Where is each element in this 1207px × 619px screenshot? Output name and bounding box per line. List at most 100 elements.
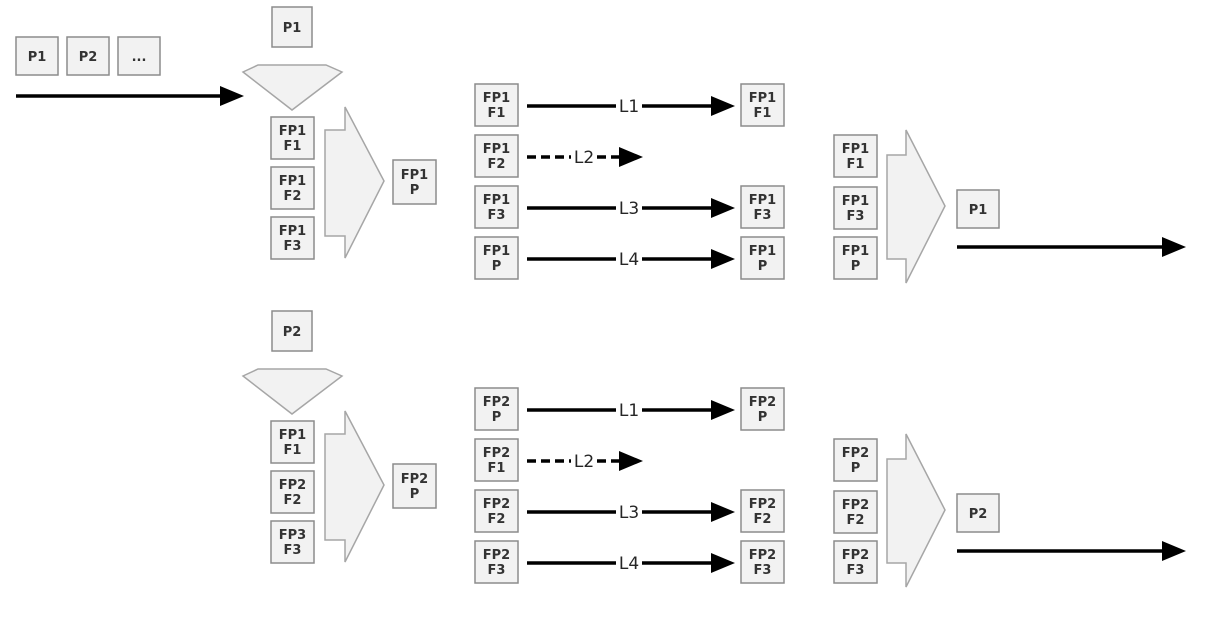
box-frame — [270, 116, 315, 160]
box-frame — [474, 438, 519, 482]
box-label: P1 — [969, 203, 988, 218]
box-label-bottom: P — [851, 461, 861, 476]
queue-packet-1: P1 — [15, 36, 59, 76]
box-label-top: FP1 — [279, 174, 306, 189]
box-label: P1 — [28, 50, 47, 65]
output-arrow — [957, 237, 1186, 257]
box-label-top: FP2 — [749, 395, 776, 410]
link-label-background — [616, 502, 642, 522]
arrow-head — [711, 249, 735, 269]
box-frame — [833, 490, 878, 534]
box-label-bottom: F3 — [488, 208, 506, 223]
link-label-background — [616, 553, 642, 573]
box-label-bottom: F3 — [847, 563, 865, 578]
packet-P1: P1 — [271, 6, 313, 48]
box-frame — [271, 310, 313, 352]
box-label-bottom: F2 — [847, 513, 865, 528]
box-frame — [474, 134, 519, 178]
box-label: P2 — [79, 50, 98, 65]
box-frame — [270, 216, 315, 260]
box-label-bottom: F2 — [284, 189, 302, 204]
link-label-background — [571, 147, 597, 167]
box-frame — [271, 6, 313, 48]
link-label-background — [616, 249, 642, 269]
box-label-top: FP1 — [279, 124, 306, 139]
arrow-head — [619, 451, 643, 471]
box-label-bottom: F1 — [754, 106, 772, 121]
box-frame — [740, 83, 785, 127]
box-label-top: FP1 — [279, 224, 306, 239]
box-label-top: FP1 — [483, 244, 510, 259]
box-frame — [66, 36, 110, 76]
output-arrow — [957, 541, 1186, 561]
box-frame — [740, 489, 785, 533]
box-label-bottom: F1 — [284, 443, 302, 458]
box-frame — [833, 236, 878, 280]
box-frame — [740, 236, 785, 280]
box-label-bottom: P — [410, 183, 420, 198]
output-packet-P2: P2 — [956, 493, 1000, 533]
packet-P2: P2 — [271, 310, 313, 352]
arrow-head — [711, 502, 735, 522]
link-label-background — [616, 400, 642, 420]
box-label-bottom: F3 — [754, 208, 772, 223]
box-label-bottom: P — [851, 259, 861, 274]
box-frame — [740, 540, 785, 584]
box-label-bottom: P — [758, 410, 768, 425]
box-frame — [474, 83, 519, 127]
box-label-top: FP2 — [749, 548, 776, 563]
box-label-top: FP1 — [749, 91, 776, 106]
box-label: P1 — [283, 21, 302, 36]
box-frame — [740, 185, 785, 229]
box-frame — [474, 185, 519, 229]
box-label-bottom: F1 — [488, 461, 506, 476]
link-label: L1 — [619, 401, 639, 421]
queue-packet-3: ... — [117, 36, 161, 76]
queue-packet-2: P2 — [66, 36, 110, 76]
box-frame — [15, 36, 59, 76]
split-arrow — [241, 368, 344, 415]
arrow-head — [711, 198, 735, 218]
box-label-bottom: P — [758, 259, 768, 274]
box-label: P2 — [283, 325, 302, 340]
arrow-head — [619, 147, 643, 167]
box-label-top: FP3 — [279, 528, 306, 543]
arrow-head — [220, 86, 244, 106]
box-label-top: FP1 — [842, 142, 869, 157]
box-label-bottom: F3 — [488, 563, 506, 578]
box-label-bottom: F3 — [754, 563, 772, 578]
input-arrow — [16, 86, 244, 106]
box-frame — [833, 540, 878, 584]
box-label-bottom: P — [492, 259, 502, 274]
box-label-top: FP1 — [483, 142, 510, 157]
box-label-bottom: F2 — [284, 493, 302, 508]
box-label: ... — [132, 50, 147, 65]
box-frame — [270, 166, 315, 210]
box-label-top: FP2 — [842, 548, 869, 563]
box-frame — [833, 186, 878, 230]
box-label-top: FP2 — [483, 497, 510, 512]
arrow-head — [1162, 541, 1186, 561]
box-label-top: FP2 — [279, 478, 306, 493]
encoder-chevron — [324, 106, 385, 259]
